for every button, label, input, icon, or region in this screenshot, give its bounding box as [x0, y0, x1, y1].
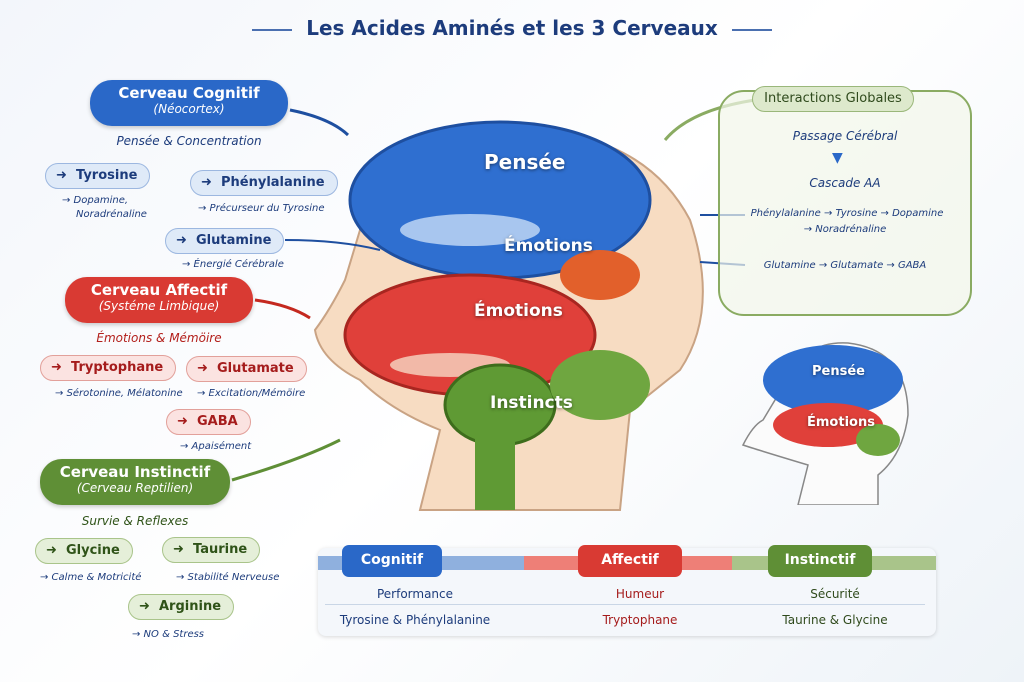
cell-tyrosine-phenylalanine: Tyrosine & Phénylalanine: [339, 613, 491, 627]
small-brain-illustration: [741, 342, 909, 505]
affective-subtitle: (Systéme Limbique): [98, 299, 220, 313]
cascade-aa: Cascade AA: [809, 176, 881, 190]
gaba-effect: → Apaisément: [180, 441, 252, 452]
acid-tyrosine: Tyrosine: [45, 163, 151, 189]
instinctive-subtitle: (Cerveau Reptilien): [76, 481, 194, 495]
acid-arginine: Arginine: [128, 594, 235, 620]
instinctive-brain-pill: Cerveau Instinctif(Cerveau Reptilien): [40, 459, 230, 505]
passage-cerebral: Passage Cérébral: [792, 129, 898, 143]
taurine-effect: → Stabilité Nerveuse: [176, 572, 280, 583]
glycine-effect: → Calme & Motricité: [40, 572, 142, 583]
pathway-gaba: Glutamine → Glutamate → GABA: [763, 260, 927, 271]
glutamine-effect: → Énergié Cérébrale: [182, 259, 284, 270]
instinctive-tagline: Survie & Reflexes: [81, 514, 189, 528]
tyrosine-effect: → Dopamine,: [62, 195, 129, 206]
header-instinctif: Instinctif: [768, 545, 872, 577]
small-label-emotions: Émotions: [807, 415, 875, 430]
label-emotions: Émotions: [504, 236, 593, 256]
pathway-dopamine: Phénylalanine → Tyrosine → Dopamine: [750, 208, 944, 219]
tyrosine-effect-2: Noradrénaline: [76, 209, 147, 220]
brain-stem: [475, 430, 515, 510]
acid-glycine: Glycine: [35, 538, 133, 564]
instinctive-title: Cerveau Instinctif: [59, 463, 211, 481]
brain-illustration: [313, 120, 704, 511]
arginine-effect: → NO & Stress: [132, 629, 205, 640]
glutamate-effect: → Excitation/Mémöire: [197, 388, 306, 399]
cell-performance: Performance: [376, 587, 454, 601]
down-arrow-icon: ▼: [832, 150, 843, 166]
pathway-noradrenaline: → Noradrénaline: [803, 224, 887, 235]
acid-taurine: Taurine: [162, 537, 261, 563]
cognitive-brain-pill: Cerveau Cognitif(Néocortex): [90, 80, 288, 126]
phenylalanine-effect: → Précurseur du Tyrosine: [198, 203, 325, 214]
label-pensee: Pensée: [484, 150, 566, 174]
cell-humeur: Humeur: [615, 587, 665, 601]
cell-taurine-glycine: Taurine & Glycine: [782, 613, 888, 627]
cell-securite: Sécurité: [810, 587, 860, 601]
affective-tagline: Émotions & Mémöire: [96, 331, 222, 345]
small-label-pensee: Pensée: [812, 364, 865, 379]
label-instincts: Instincts: [490, 393, 573, 413]
header-affectif: Affectif: [578, 545, 682, 577]
corpus-callosum: [400, 214, 540, 246]
interactions-title: Interactions Globales: [752, 86, 914, 112]
interactions-panel: [718, 90, 972, 316]
acid-glutamate: Glutamate: [186, 356, 307, 382]
acid-glutamine: Glutamine: [165, 228, 285, 254]
affective-brain-pill: Cerveau Affectif(Systéme Limbique): [65, 277, 253, 323]
affective-title: Cerveau Affectif: [90, 281, 228, 299]
label-emotions-limbic: Émotions: [474, 301, 563, 321]
cerebellum: [550, 350, 650, 420]
cognitive-title: Cerveau Cognitif: [118, 84, 260, 102]
acid-tryptophane: Tryptophane: [40, 355, 177, 381]
row-divider: [325, 604, 925, 605]
acid-gaba: GABA: [166, 409, 251, 435]
cognitive-tagline: Pensée & Concentration: [116, 134, 262, 148]
temporal-region: [560, 250, 640, 300]
acid-phenylalanine: Phénylalanine: [190, 170, 338, 196]
tryptophane-effect: → Sérotonine, Mélatonine: [55, 388, 183, 399]
cognitive-subtitle: (Néocortex): [153, 102, 225, 116]
page-title: Les Acides Aminés et les 3 Cerveaux: [0, 16, 1024, 40]
header-cognitif: Cognitif: [342, 545, 442, 577]
cell-tryptophane: Tryptophane: [602, 613, 678, 627]
